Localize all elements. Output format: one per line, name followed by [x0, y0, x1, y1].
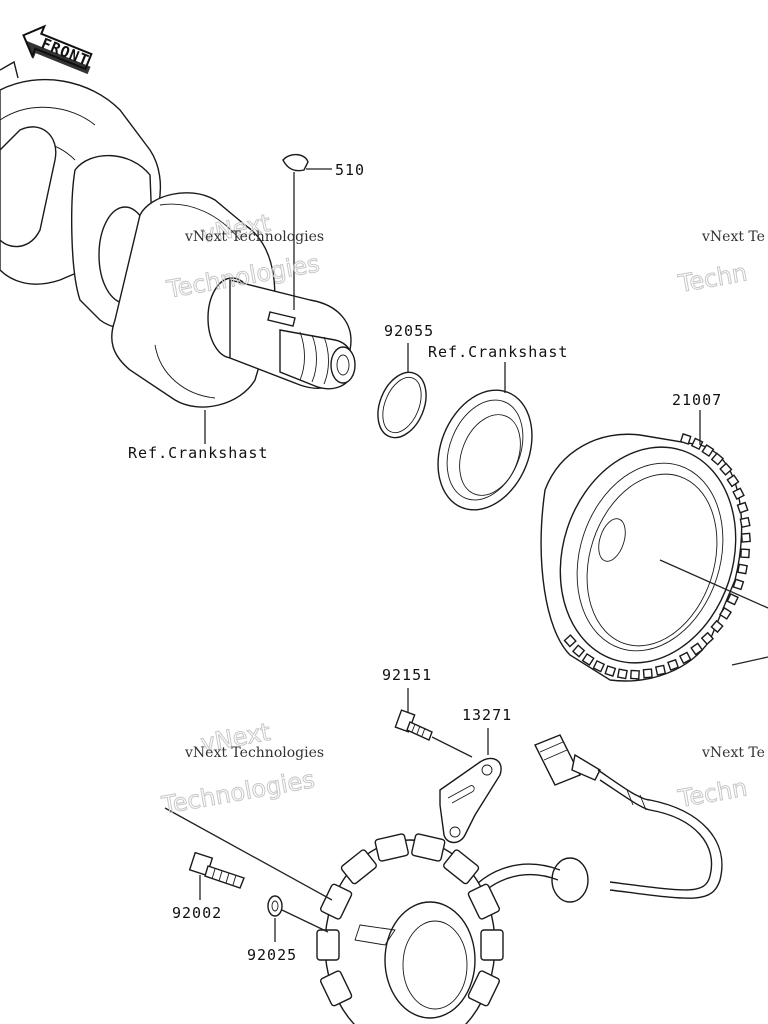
o-ring-92055: 92055	[377, 322, 434, 439]
stator-pole	[340, 849, 377, 885]
stator-pole	[320, 970, 353, 1007]
gear-teeth	[563, 433, 751, 680]
svg-text:Technologies: Technologies	[159, 765, 317, 820]
stator-pole	[443, 849, 480, 885]
label-92002: 92002	[172, 904, 222, 922]
watermark-mid: vNext vNext Technologies Technologies	[159, 717, 325, 820]
svg-text:Techn: Techn	[676, 773, 750, 813]
wire-harness	[459, 734, 723, 916]
svg-text:Techn: Techn	[676, 258, 750, 298]
oil-seal: Ref.Crankshast	[428, 343, 568, 511]
bolt-92151: 92151	[382, 666, 473, 758]
label-92055: 92055	[384, 322, 434, 340]
plate-13271: 13271	[439, 706, 512, 844]
gear-tooth	[737, 563, 748, 575]
stator	[316, 833, 504, 1024]
gear-tooth	[690, 642, 704, 656]
gear-tooth	[710, 619, 724, 634]
stator-pole	[411, 833, 446, 862]
stator-pole	[467, 970, 500, 1007]
label-21007: 21007	[672, 391, 722, 409]
gear-tooth	[701, 444, 715, 458]
gear-tooth	[667, 658, 680, 671]
watermark-text: vNext Technologies	[184, 745, 324, 761]
washer-92025: 92025	[247, 895, 329, 964]
svg-text:vNext Te: vNext Te	[701, 745, 765, 761]
gear-tooth	[740, 532, 751, 543]
gear-tooth	[630, 669, 640, 680]
gear-tooth	[736, 501, 749, 514]
svg-text:vNext Te: vNext Te	[701, 229, 765, 245]
gear-tooth	[678, 651, 692, 665]
gear-tooth	[592, 659, 606, 673]
label-ref-crankshaft-top: Ref.Crankshast	[428, 343, 568, 361]
gear-tooth	[732, 578, 745, 591]
label-92025: 92025	[247, 946, 297, 964]
watermark-text: vNext Technologies	[184, 229, 324, 245]
gear-tooth	[679, 433, 692, 445]
stator-pole	[374, 833, 409, 862]
gear-tooth	[581, 652, 595, 666]
gear-tooth	[642, 668, 653, 679]
stator-pole	[316, 929, 340, 961]
label-ref-crankshaft-bottom: Ref.Crankshast	[128, 444, 268, 462]
gear-tooth	[719, 606, 733, 620]
woodruff-key-510: 510	[282, 153, 365, 310]
leader-line	[164, 807, 333, 901]
gear-tooth	[739, 516, 751, 528]
watermark-right-mid: vNext Te Techn	[675, 745, 765, 814]
rotor-21007: 21007	[540, 391, 768, 682]
gear-tooth	[700, 631, 715, 646]
crankshaft-drawing	[0, 60, 356, 408]
gear-tooth	[726, 592, 739, 606]
stator-poles	[316, 833, 504, 1007]
stator-pole	[480, 929, 504, 961]
gear-tooth	[710, 452, 725, 466]
gear-tooth	[654, 664, 667, 676]
watermark-right-top: vNext Te Techn	[675, 229, 765, 299]
gear-tooth	[726, 474, 740, 488]
front-arrow-icon: FRONT	[22, 24, 93, 75]
label-510: 510	[335, 161, 365, 179]
label-13271: 13271	[462, 706, 512, 724]
gear-tooth	[719, 462, 733, 476]
stator-pole	[467, 883, 500, 920]
gear-tooth	[571, 644, 586, 658]
gear-tooth	[616, 668, 628, 680]
label-92151: 92151	[382, 666, 432, 684]
gear-tooth	[604, 665, 617, 677]
gear-tooth	[563, 634, 577, 648]
gear-tooth	[740, 548, 750, 559]
bolt-92002: 92002	[172, 851, 245, 922]
gear-tooth	[732, 487, 745, 501]
